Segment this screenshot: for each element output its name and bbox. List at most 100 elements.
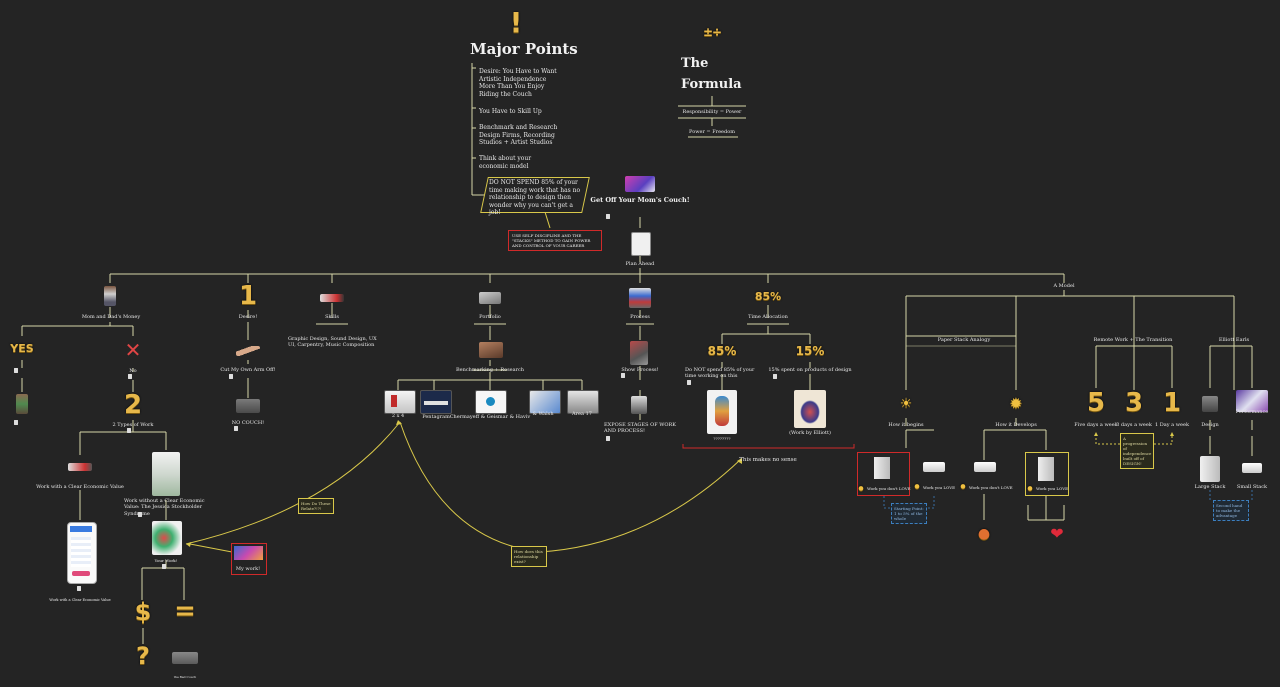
dont-love-label: Work you don't LOVE	[867, 486, 911, 491]
grimace-icon: ●	[977, 526, 991, 542]
love-frame[interactable]	[1025, 452, 1069, 496]
phone-app-image[interactable]	[67, 522, 97, 584]
doc-icon	[77, 586, 81, 591]
artwork-left-image[interactable]	[707, 390, 737, 434]
person-image	[104, 286, 116, 306]
doc-icon	[128, 374, 132, 379]
five-days-label: Five days a week	[1074, 422, 1118, 428]
major-point-4: Think about your economic model	[479, 155, 532, 170]
doc-icon	[606, 436, 610, 441]
ref-walsh-image[interactable]	[529, 390, 561, 414]
portfolio-image	[479, 292, 501, 304]
remote-label: Remote Work + The Transition	[1093, 337, 1173, 343]
second-hand-note[interactable]: Second hand to make the advantage	[1213, 500, 1249, 521]
relationship-note[interactable]: How does this relationship exist?	[511, 546, 547, 567]
time-left-text: Do NOT spend 85% of your time working on…	[685, 367, 755, 380]
math-symbols-icon: ±÷	[702, 25, 722, 39]
paper-stack-label: Paper Stack Analogy	[937, 337, 991, 343]
sun-cloud-icon: ☀	[899, 396, 913, 412]
ref-pentagram-image[interactable]	[420, 390, 452, 414]
ref-label-2x4: 2 x 4	[391, 413, 405, 419]
no-label: No	[129, 368, 137, 374]
doc-icon	[162, 564, 166, 569]
expose-label: EXPOSE STAGES OF WORK AND PROCESS!	[604, 422, 676, 435]
smile-face-icon: ●	[914, 483, 920, 490]
ref-label-pentagram: Pentagram	[422, 414, 450, 420]
dont-love-label-2: Work you don't LOVE	[969, 485, 1013, 490]
relate-note[interactable]: How Do These Relate?!?!	[298, 498, 334, 514]
nonsense-label: This makes no sense	[739, 457, 797, 463]
how-develops-label: How it Develops	[995, 422, 1037, 428]
one-day-label: 1 Day a week	[1155, 422, 1189, 428]
one-glyph-model: 1	[1162, 388, 1182, 418]
two-glyph: 2	[123, 390, 143, 420]
doc-icon	[229, 374, 233, 379]
x-icon: ✕	[124, 338, 142, 362]
mom-label: Mom and Dad's Money	[81, 314, 141, 320]
skills-label: Skills	[325, 314, 339, 320]
your-work-label: Your Work!	[154, 558, 178, 563]
couch-caption: the Bad Couch	[173, 675, 197, 679]
benchmarking-label: Benchmarking + Research	[455, 367, 525, 373]
ref-area17-image[interactable]	[567, 390, 599, 414]
couch-image[interactable]	[625, 176, 655, 192]
ref-label-area17: Area 17	[572, 411, 592, 417]
your-work-image[interactable]	[152, 521, 182, 555]
money-man-image	[16, 394, 28, 414]
warning-note[interactable]: USE SELF DISCIPLINE AND THE "STACKS" MET…	[508, 230, 602, 251]
doc-icon	[14, 368, 18, 373]
my-work-label: My work!	[235, 566, 261, 572]
work-clear-caption: Work with a Clear Economic Value	[49, 598, 111, 602]
progression-note[interactable]: A progression of independence built off …	[1120, 433, 1154, 469]
design-label: Design	[1201, 422, 1219, 428]
doc-icon	[621, 373, 625, 378]
dollar-glyph: $	[134, 598, 152, 626]
equals-glyph: =	[174, 596, 196, 626]
my-work-frame[interactable]	[231, 543, 267, 575]
no-couch-label: NO COUCH!	[231, 420, 265, 426]
pct-glyph-right: 15%	[795, 344, 825, 358]
ref-2x4-image[interactable]	[384, 390, 416, 414]
artwork-right-caption: (Work by Elliott)	[789, 430, 831, 436]
major-point-3: Benchmark and Research Design Firms, Rec…	[479, 124, 558, 146]
formula-line-1: Responsibility = Power	[682, 109, 742, 115]
ref-cgh-image[interactable]	[475, 390, 507, 414]
exclamation-icon: !	[509, 6, 523, 39]
books-image	[630, 341, 648, 365]
performance-image[interactable]	[1236, 390, 1268, 412]
ref-label-cgh: Chermayeff & Geismar & Haviv	[449, 414, 531, 420]
three-glyph: 3	[1124, 388, 1144, 418]
planner-image[interactable]	[631, 232, 651, 256]
artwork-left-caption: ????????	[713, 436, 731, 441]
sculpture-image[interactable]	[152, 452, 180, 496]
small-stack-image	[923, 462, 945, 472]
formula-line-2: Power = Freedom	[689, 129, 735, 135]
saw-image	[68, 463, 92, 471]
research-image	[479, 342, 503, 358]
pct-glyph-left: 85%	[707, 344, 737, 358]
skills-list: Graphic Design, Sound Design, UX UI, Car…	[288, 336, 377, 349]
heart-icon: ❤	[1050, 524, 1064, 543]
doc-icon	[14, 420, 18, 425]
time-allocation-label: Time Allocation	[748, 314, 788, 320]
love-label-2: Work you LOVE	[1036, 486, 1069, 491]
show-process-label: Show Process!	[621, 367, 659, 373]
portfolio-label: Portfolio	[479, 314, 501, 320]
artwork-right-image[interactable]	[794, 390, 826, 428]
process-image	[629, 288, 651, 308]
neutral-face-icon: ●	[858, 485, 864, 492]
one-glyph: 1	[238, 281, 258, 311]
arm-image	[236, 346, 260, 356]
model-label: A Model	[1053, 283, 1075, 289]
starting-point-note[interactable]: Starting Point: 1 to 5% of the whole	[891, 503, 927, 524]
doc-icon	[606, 214, 610, 219]
doc-icon	[687, 380, 691, 385]
plan-ahead-label: Plan Ahead	[625, 261, 655, 267]
small-stack-label: Small Stack	[1236, 484, 1268, 490]
dont-love-frame[interactable]	[857, 452, 910, 496]
major-point-2: You Have to Skill Up	[479, 108, 542, 115]
smile-face-icon: ●	[1027, 485, 1033, 492]
formula-title-1: The	[681, 56, 709, 71]
five-glyph: 5	[1086, 388, 1106, 418]
